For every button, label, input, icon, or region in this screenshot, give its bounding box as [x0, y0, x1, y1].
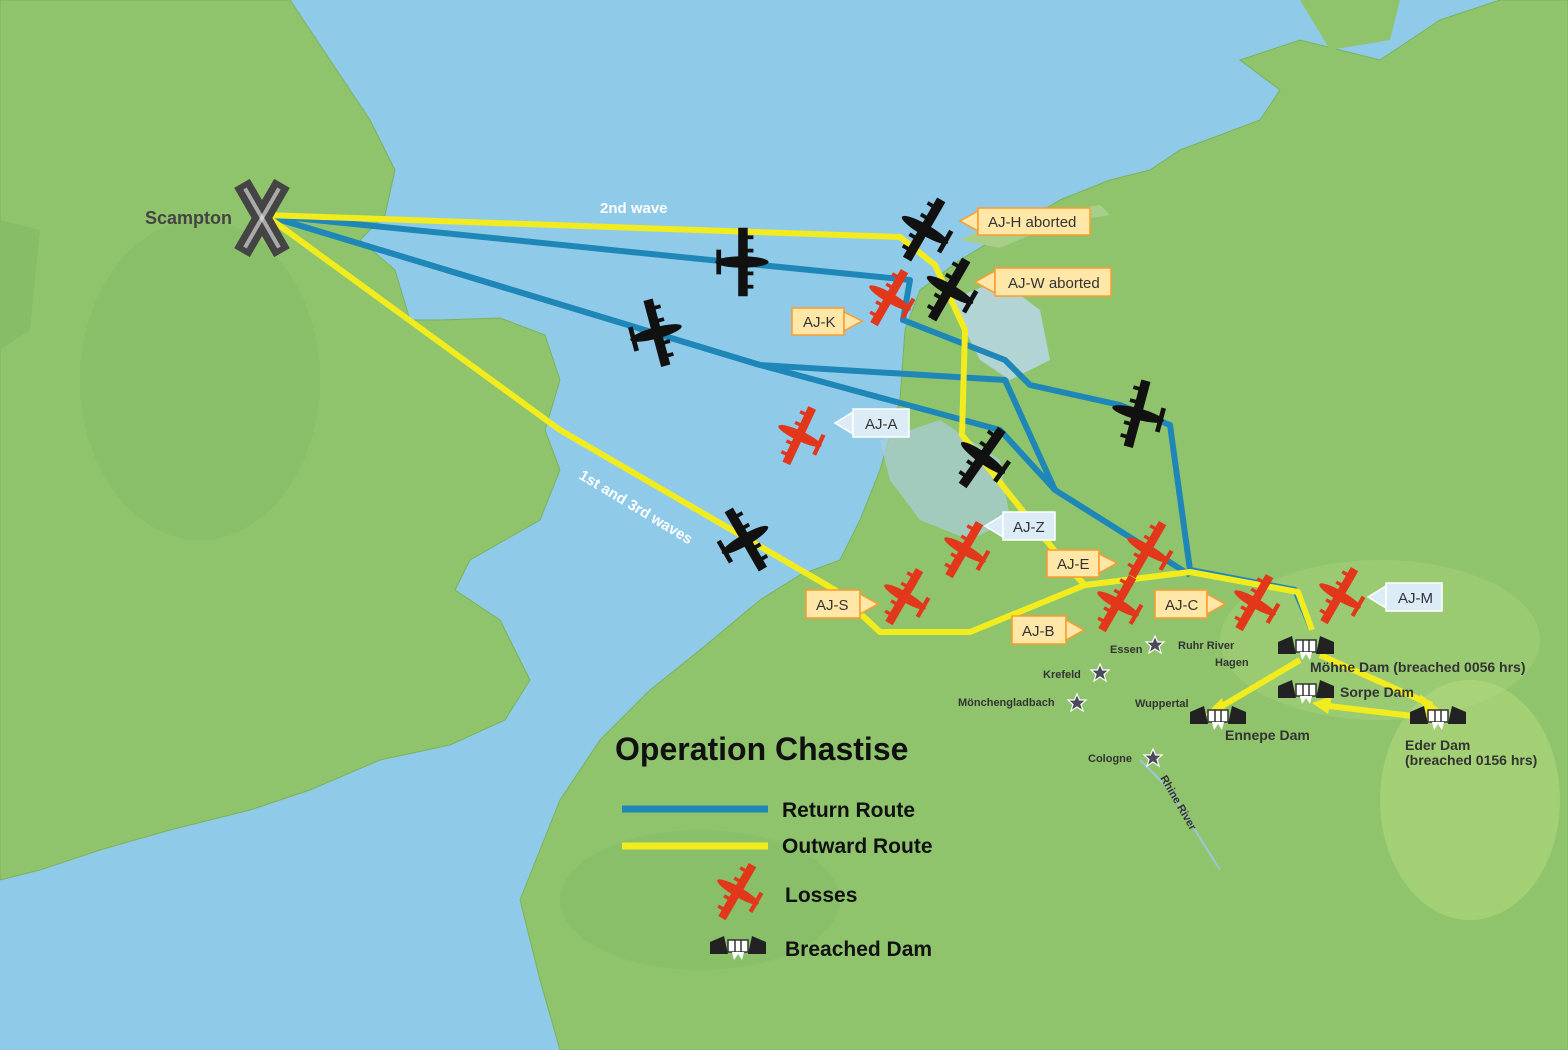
- dam-sorpe-label: Sorpe Dam: [1340, 684, 1414, 700]
- terrain-lowland: [560, 830, 840, 970]
- label-ajh: AJ-H aborted: [958, 207, 1091, 236]
- legend-losses-label: Losses: [785, 884, 857, 907]
- label-aje: AJ-E: [1046, 549, 1119, 578]
- label-ajc: AJ-C: [1154, 589, 1227, 619]
- dam-eder-label-line2: (breached 0156 hrs): [1405, 752, 1537, 768]
- dam-ennepe-label: Ennepe Dam: [1225, 727, 1310, 743]
- label-ajc-text: AJ-C: [1165, 597, 1199, 614]
- label-ajh-text: AJ-H aborted: [988, 214, 1076, 231]
- label-ajw: AJ-W aborted: [973, 267, 1112, 297]
- legend-return-label: Return Route: [782, 799, 915, 822]
- label-ajw-text: AJ-W aborted: [1008, 275, 1100, 292]
- label-ajm-text: AJ-M: [1398, 590, 1433, 607]
- label-ajz: AJ-Z: [983, 511, 1056, 541]
- label-aja: AJ-A: [833, 408, 910, 438]
- legend: Operation Chastise Return Route Outward …: [615, 731, 933, 961]
- legend-outward-label: Outward Route: [782, 835, 933, 858]
- dam-eder-label-line1: Eder Dam: [1405, 737, 1470, 753]
- base-label-scampton: Scampton: [145, 208, 232, 228]
- label-aje-text: AJ-E: [1057, 556, 1090, 573]
- land-north: [1300, 0, 1400, 50]
- wave-label-second: 2nd wave: [600, 200, 668, 217]
- legend-breached-label: Breached Dam: [785, 938, 932, 961]
- city-hagen: Hagen: [1215, 657, 1249, 669]
- terrain-highland: [1380, 680, 1560, 920]
- arrowhead: [1420, 694, 1440, 714]
- city-krefeld: Krefeld: [1043, 669, 1081, 681]
- land-great-britain: [0, 0, 561, 881]
- river-ruhr: Ruhr River: [1178, 640, 1235, 652]
- label-ajz-text: AJ-Z: [1013, 519, 1045, 536]
- label-ajk: AJ-K: [791, 307, 864, 336]
- label-ajs-text: AJ-S: [816, 597, 849, 614]
- terrain-lowland: [80, 220, 320, 540]
- city-monchengladbach: Mönchengladbach: [958, 697, 1055, 709]
- label-ajs: AJ-S: [805, 589, 880, 619]
- arrowhead: [1312, 696, 1332, 714]
- city-wuppertal: Wuppertal: [1135, 698, 1189, 710]
- map-title: Operation Chastise: [615, 731, 908, 767]
- label-ajk-text: AJ-K: [803, 314, 836, 331]
- ijsselmeer: [950, 280, 1050, 380]
- dam-mohne-label: Möhne Dam (breached 0056 hrs): [1310, 659, 1526, 675]
- label-ajb-text: AJ-B: [1022, 623, 1055, 640]
- label-ajb: AJ-B: [1011, 615, 1086, 645]
- rhine-river-line: [1139, 759, 1221, 871]
- land-ireland: [0, 220, 40, 350]
- city-essen: Essen: [1110, 644, 1143, 656]
- label-aja-text: AJ-A: [865, 416, 898, 433]
- label-ajm: AJ-M: [1366, 582, 1443, 612]
- city-cologne: Cologne: [1088, 753, 1132, 765]
- runway-cross-icon: [234, 178, 290, 258]
